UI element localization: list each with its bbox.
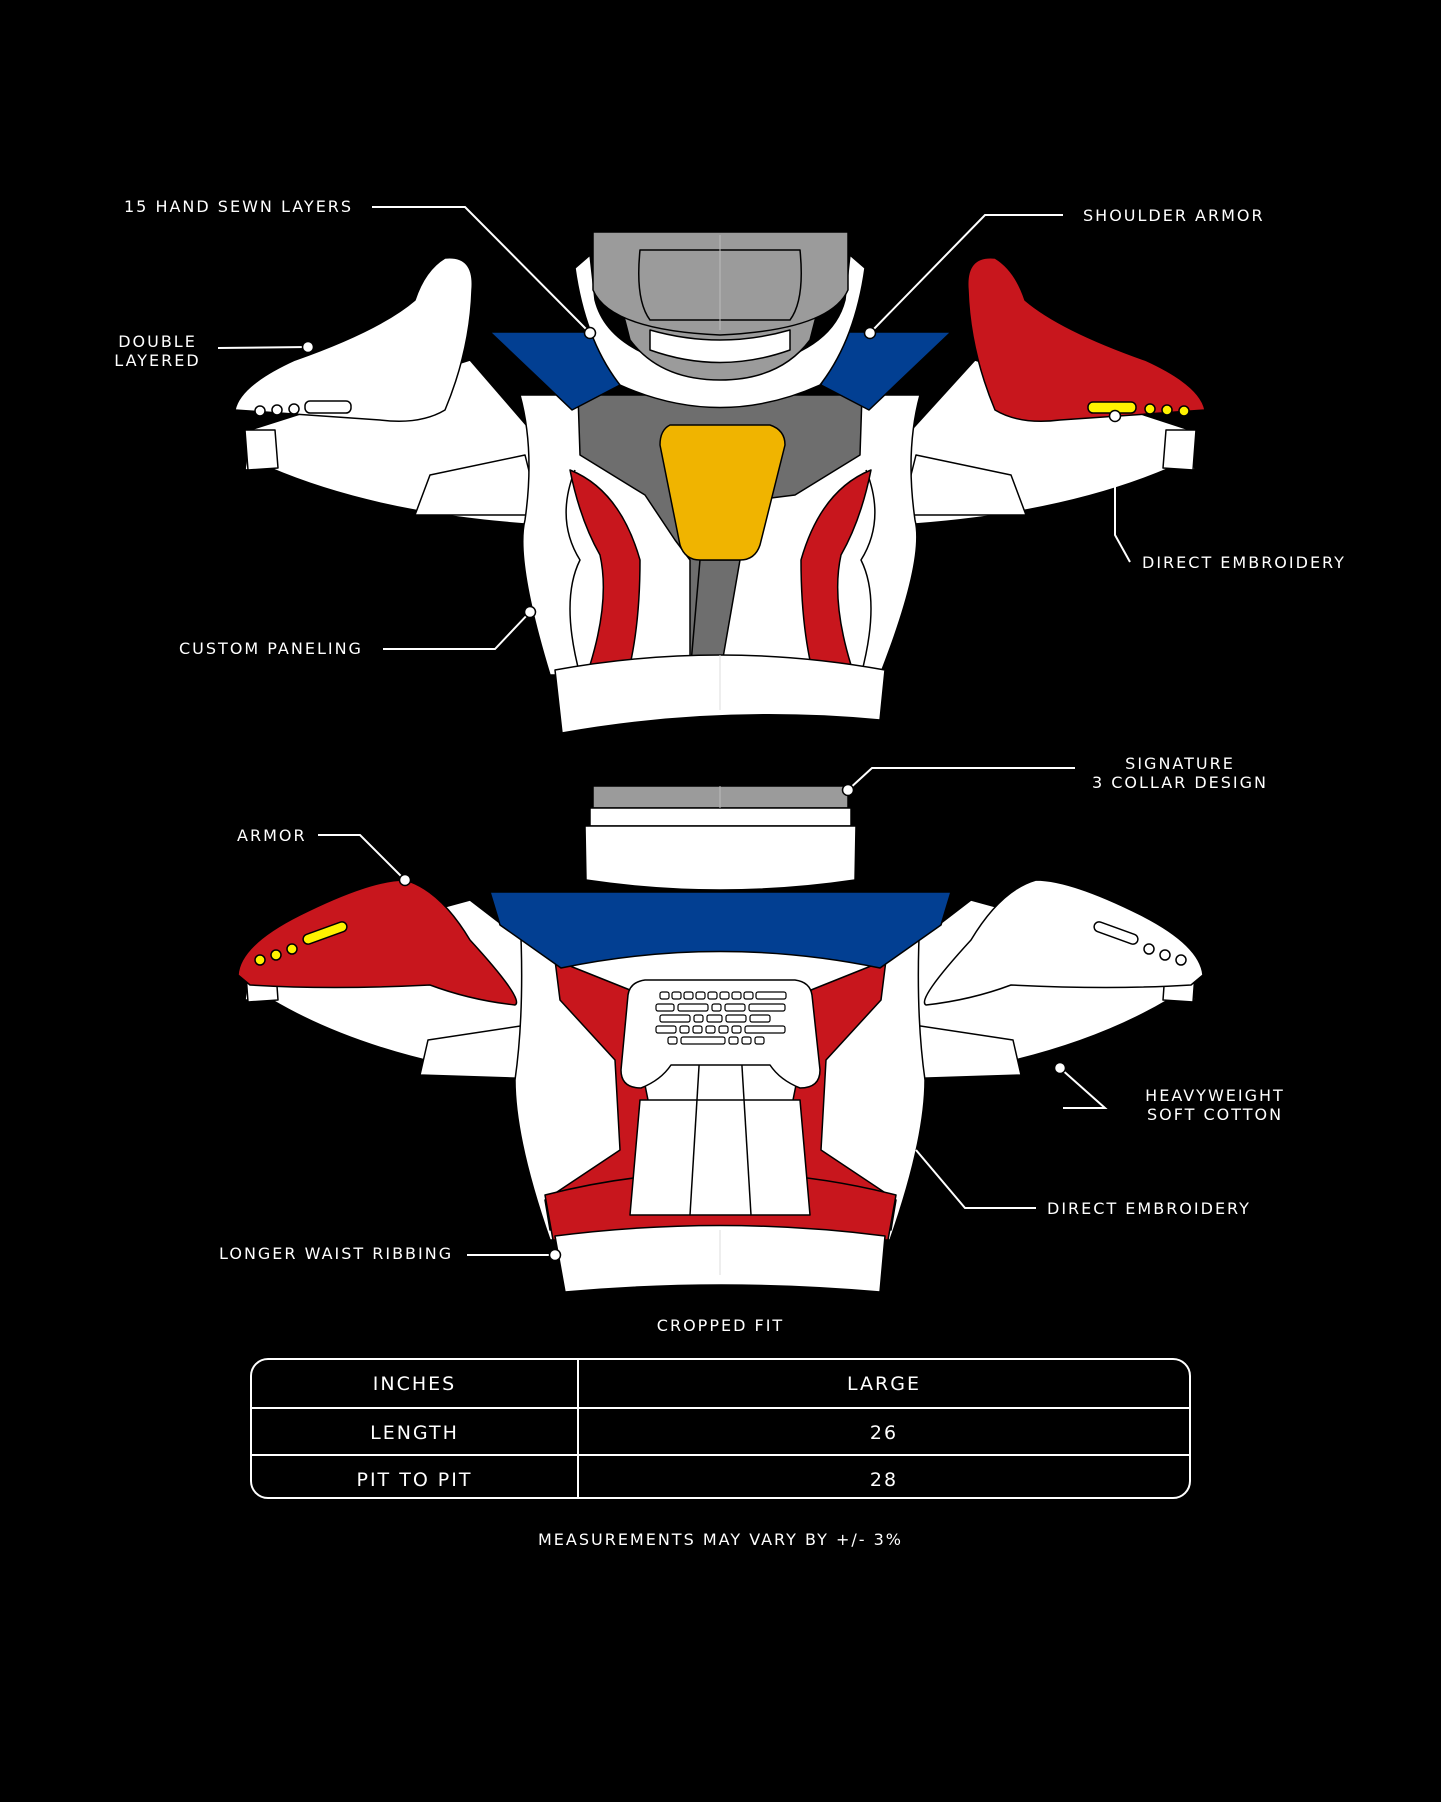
front-blue-shoulder-right xyxy=(820,331,952,411)
callout-signature-collar: SIGNATURE 3 COLLAR DESIGN xyxy=(1080,754,1280,792)
back-view xyxy=(237,785,1204,1293)
leader-dots xyxy=(301,326,1122,1262)
size-table-row: PIT TO PIT 28 xyxy=(252,1454,1189,1497)
back-outer-collar xyxy=(584,825,857,891)
callout-heavyweight-line2: SOFT COTTON xyxy=(1146,1105,1284,1124)
size-table: INCHES LARGE LENGTH 26 PIT TO PIT 28 xyxy=(250,1358,1191,1499)
back-blue-yoke xyxy=(489,891,952,969)
callout-heavyweight-line1: HEAVYWEIGHT xyxy=(1145,1086,1285,1105)
callout-armor: ARMOR xyxy=(237,826,307,845)
fit-label: CROPPED FIT xyxy=(656,1316,785,1335)
measurement-disclaimer: MEASUREMENTS MAY VARY BY +/- 3% xyxy=(537,1530,904,1549)
size-table-row-value: 26 xyxy=(869,1421,899,1444)
callout-longer-waist-ribbing: LONGER WAIST RIBBING xyxy=(219,1244,454,1263)
front-right-shoulder-pad xyxy=(967,257,1206,422)
callout-signature-collar-line2: 3 COLLAR DESIGN xyxy=(1091,773,1269,792)
size-table-row: LENGTH 26 xyxy=(252,1407,1189,1456)
callout-direct-embroidery-front: DIRECT EMBROIDERY xyxy=(1142,553,1346,572)
size-table-row-key: LENGTH xyxy=(252,1409,579,1456)
size-table-row-key: PIT TO PIT xyxy=(252,1456,579,1497)
size-table-header: INCHES LARGE xyxy=(252,1360,1189,1407)
callout-heavyweight-cotton: HEAVYWEIGHT SOFT COTTON xyxy=(1130,1086,1300,1124)
back-right-shoulder-pad xyxy=(923,879,1204,1006)
callout-signature-collar-line1: SIGNATURE xyxy=(1125,754,1235,773)
callout-double-layered: DOUBLE LAYERED xyxy=(100,332,215,370)
callout-double-layered-line2: LAYERED xyxy=(114,351,201,370)
size-table-row-value: 28 xyxy=(869,1468,899,1491)
front-view xyxy=(234,231,1206,734)
front-left-shoulder-pad xyxy=(234,257,473,422)
front-yellow-plate xyxy=(659,424,786,561)
leader-lines xyxy=(217,206,1131,1256)
size-table-header-value: LARGE xyxy=(847,1372,921,1395)
callout-double-layered-line1: DOUBLE xyxy=(118,332,197,351)
callout-direct-embroidery-back: DIRECT EMBROIDERY xyxy=(1047,1199,1251,1218)
callout-hand-sewn-layers: 15 HAND SEWN LAYERS xyxy=(124,197,354,216)
callout-custom-paneling: CUSTOM PANELING xyxy=(179,639,363,658)
back-left-shoulder-pad xyxy=(237,879,518,1006)
callout-shoulder-armor: SHOULDER ARMOR xyxy=(1083,206,1265,225)
size-table-header-key: INCHES xyxy=(252,1360,579,1407)
